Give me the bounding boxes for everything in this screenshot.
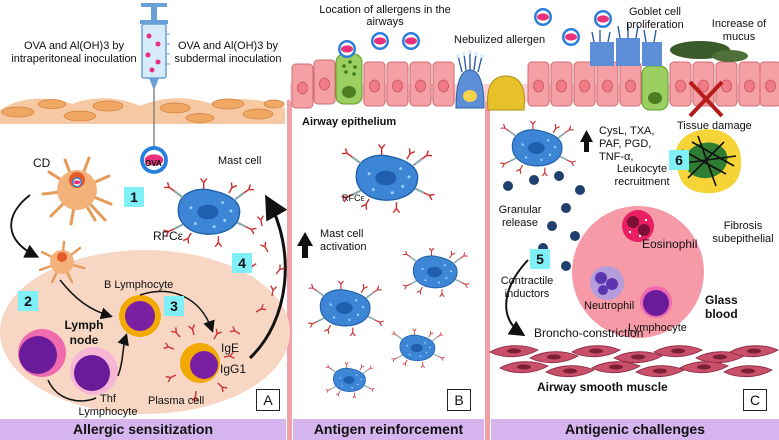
footer-antigenic-challenges: Antigenic challenges [491,419,779,440]
granular-release-label: Granular release [498,204,542,229]
divider-bc [485,100,490,440]
panel-letter-c: C [743,389,767,411]
mucus-increase-label: Increase of mucus [711,18,767,43]
step-6-badge: 6 [669,150,689,170]
panel-letter-a: A [256,389,280,411]
arrow-up-icon [297,232,313,258]
granules [503,171,585,271]
nebulized-allergen-label: Nebulized allergen [454,34,546,46]
panel-letter-b: B [447,389,471,411]
mast-cell-activation-label: Mast cell activation [320,228,367,253]
leukocyte-recruitment-label: Leukocyte recruitment [614,163,670,188]
eosinophil-icon [622,210,654,242]
mediators-label: CysL, TXA, PAF, PGD, TNF-α, [599,125,655,163]
tissue-damage-label: Tissue damage [677,120,752,132]
footer-antigen-reinforcement: Antigen reinforcement [293,419,484,440]
ova-tag: OVA [145,159,162,168]
rfce-label-b: RFCε [342,193,365,203]
lymph-node-label: Lymph node [64,318,104,347]
divider-ab [287,100,292,440]
igg1-label: IgG1 [220,362,247,376]
b-lymphocyte-label: B Lymphocyte [104,279,174,291]
node-dendritic-icon [38,240,86,284]
thf-lymphocyte-label: Thf Lymphocyte [78,393,138,418]
subdermal-tissue [0,98,285,124]
smooth-muscle [489,345,779,378]
fibrosis-icon [675,129,742,194]
label-subdermal: OVA and Al(OH)3 by subdermal inoculation [174,40,282,65]
rfce-label-a: RFCε [153,229,184,243]
mast-cell-label: Mast cell [218,155,262,167]
ige-label: IgE [221,341,240,355]
label-intraperitoneal: OVA and Al(OH)3 by intraperitoneal inocu… [11,40,137,65]
ova-allergen-icon [338,40,356,58]
airway-epithelium-label: Airway epithelium [302,116,397,128]
plasma-cell-icon [162,323,236,402]
step-3-badge: 3 [164,296,184,316]
neutrophil-label: Neutrophil [584,300,635,312]
lymphocyte-icon [640,286,672,318]
step-2-badge: 2 [18,291,38,311]
broncho-constriction-label: Broncho-constriction [534,326,644,340]
contractile-inductors-label: Contractile inductors [500,275,554,300]
fibrosis-label: Fibrosis subepithelial [712,220,774,245]
goblet-proliferation-label: Goblet cell proliferation [626,6,684,31]
neutrophil-icon [590,266,624,300]
step-4-badge: 4 [232,253,252,273]
dendritic-cell-icon [41,156,113,226]
glass-blood-label: Glass blood [705,293,738,321]
eosinophil-label: Eosinophil [642,237,698,251]
cross-icon [688,80,724,118]
footer-allergic-sensitization: Allergic sensitization [0,419,286,440]
allergen-location-label: Location of allergens in the airways [319,4,451,28]
airway-epithelium [290,24,779,111]
lymphocyte-label: Lymphocyte [628,322,687,334]
syringe-icon [140,3,170,148]
smooth-muscle-label: Airway smooth muscle [537,380,668,394]
cd-label: CD [33,156,51,170]
step-1-badge: 1 [124,187,144,207]
plasma-cell-label: Plasma cell [148,395,205,407]
step-5-badge: 5 [530,249,550,269]
